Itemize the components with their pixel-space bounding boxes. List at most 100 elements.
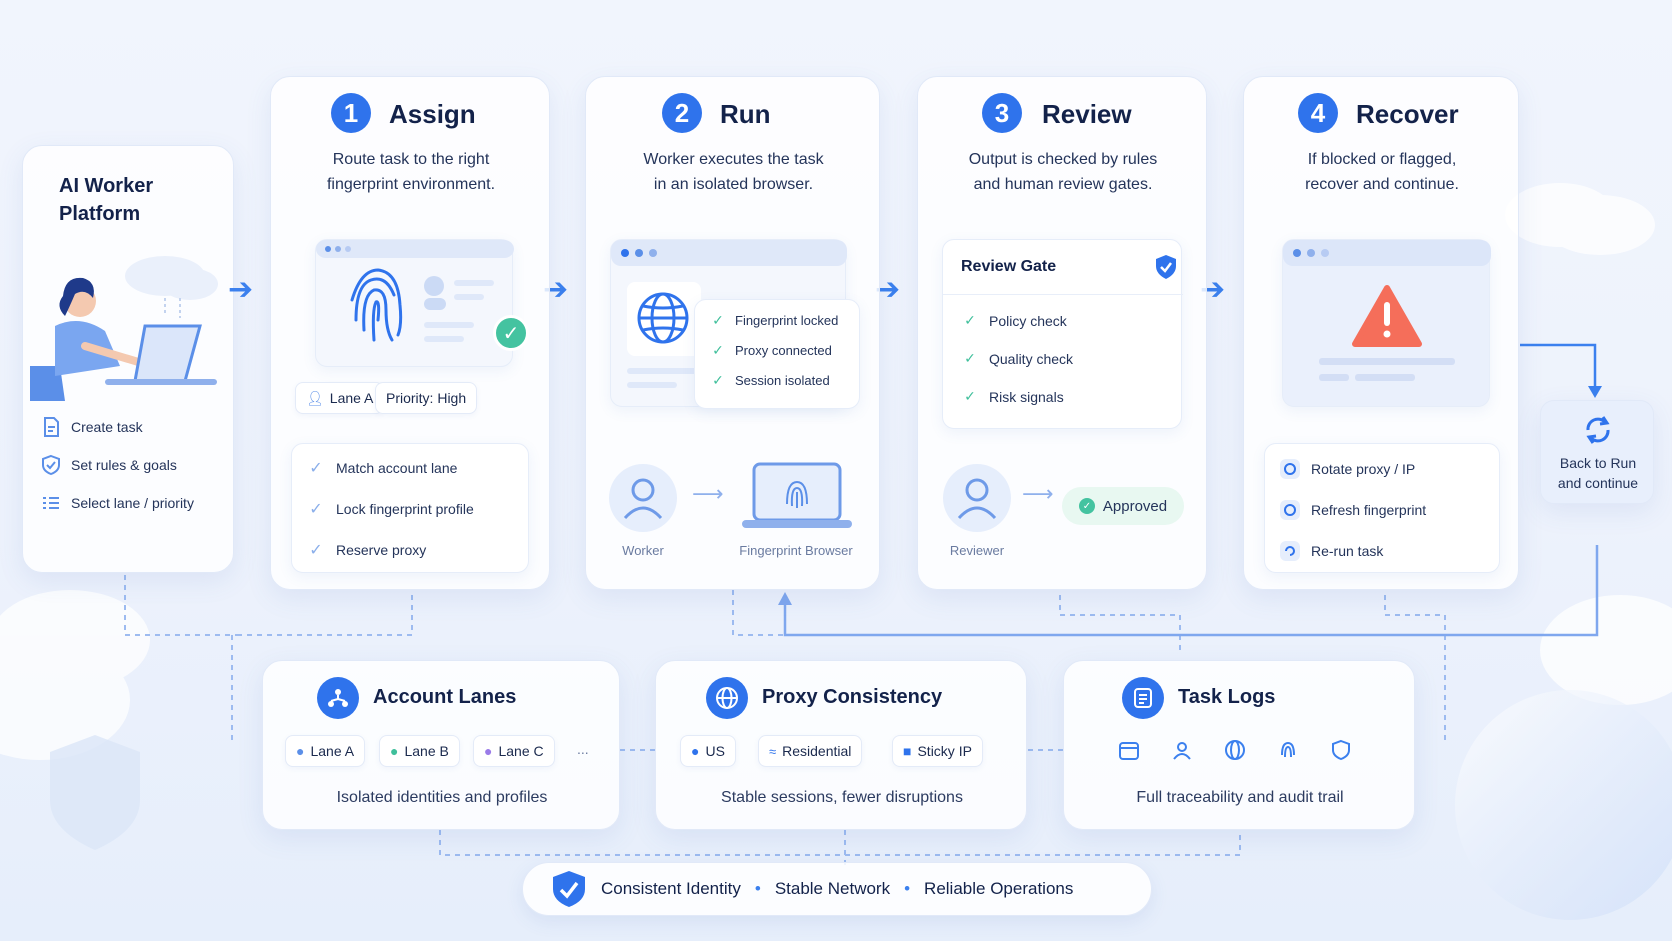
footer-item: Consistent Identity (601, 879, 741, 898)
back-to-run-card[interactable]: Back to Run and continue (1540, 400, 1654, 504)
step-desc-line1: Worker executes the task (643, 151, 824, 168)
reviewer-avatar-icon (943, 464, 1011, 532)
priority-label: Priority: High (386, 390, 467, 406)
lane-label: Lane A (329, 390, 374, 406)
location-pin-icon: ● (691, 743, 700, 759)
residential-chip[interactable]: ≈ Residential (758, 735, 863, 767)
globe-icon (1225, 740, 1245, 760)
platform-title: AI Worker Platform (59, 175, 154, 225)
back-to-run-line2: and continue (1557, 475, 1639, 491)
step-review-card: 3 Review Output is checked by rules and … (917, 76, 1207, 590)
sticky-ip-label: Sticky IP (917, 743, 972, 759)
recover-action-label: Rotate proxy / IP (1311, 461, 1416, 477)
check-icon: ✓ (309, 501, 323, 518)
footer-pill: Consistent Identity • Stable Network • R… (522, 862, 1152, 916)
residential-label: Residential (782, 743, 852, 759)
step-desc-line1: Output is checked by rules (968, 151, 1158, 168)
platform-item-select-lane[interactable]: Select lane / priority (41, 492, 194, 514)
log-icon (1122, 677, 1164, 719)
account-lanes-desc: Isolated identities and profiles (336, 789, 548, 806)
document-icon (41, 416, 61, 438)
platform-item-label: Set rules & goals (71, 457, 177, 473)
laptop-fingerprint-icon (742, 462, 852, 528)
proxy-consistency-desc: Stable sessions, fewer disruptions (721, 789, 963, 806)
step-recover-card: 4 Recover If blocked or flagged, recover… (1243, 76, 1519, 590)
status-item: ✓ Proxy connected (709, 342, 832, 359)
step-number: 3 (982, 93, 1022, 133)
run-status-panel: ✓ Fingerprint locked ✓ Proxy connected ✓Se… (694, 299, 860, 409)
recover-action-label: Refresh fingerprint (1311, 502, 1427, 518)
check-icon: ✓ (712, 372, 724, 388)
step-desc-line2: and human review gates. (973, 176, 1153, 193)
arrow-right-icon: ⟶ (1022, 481, 1054, 506)
step-title: Run (720, 99, 771, 129)
review-check-label: Quality check (989, 350, 1074, 367)
step-title: Recover (1356, 99, 1459, 129)
priority-chip[interactable]: Priority: High (375, 382, 478, 414)
back-to-run-line1: Back to Run (1559, 455, 1637, 471)
step-desc-line2: fingerprint environment. (326, 176, 496, 193)
list-icon (41, 492, 61, 514)
status-label: Proxy connected (735, 343, 832, 358)
reviewer-label: Reviewer (949, 543, 1005, 558)
sticky-ip-chip[interactable]: ■Sticky IP (892, 735, 983, 767)
check-icon: ✓ (712, 312, 724, 328)
more-lanes[interactable]: ... (577, 741, 589, 757)
step-number: 4 (1298, 93, 1338, 133)
review-check-label: Policy check (989, 312, 1067, 329)
lane-chip[interactable]: 👤︎ Lane A (295, 382, 385, 414)
check-badge-icon: ✓ (1078, 498, 1095, 514)
review-gate-title: Review Gate (961, 258, 1057, 275)
platform-item-create-task[interactable]: Create task (41, 416, 143, 438)
recover-action-rerun-task[interactable]: Re-run task (1279, 540, 1383, 562)
recover-action-refresh-fingerprint[interactable]: Refresh fingerprint (1279, 499, 1426, 521)
network-icon (317, 677, 359, 719)
recover-action-label: Re-run task (1311, 543, 1384, 559)
user-icon: ● (390, 743, 399, 759)
step-number: 1 (331, 93, 371, 133)
step-desc-line1: Route task to the right (332, 151, 490, 168)
checklist-item: ✓Match account lane (306, 458, 457, 478)
step-desc-line2: in an isolated browser. (653, 176, 814, 193)
lane-chip-a[interactable]: ●Lane A (285, 735, 366, 767)
calendar-icon (1119, 742, 1139, 760)
divider (943, 294, 1183, 295)
account-lanes-card: Account Lanes ●Lane A ●Lane B ●Lane C ..… (262, 660, 620, 830)
step-desc-line2: recover and continue. (1305, 176, 1459, 193)
footer-separator: • (904, 879, 911, 898)
checklist-item: ✓Reserve proxy (306, 540, 426, 560)
checklist-label: Match account lane (336, 460, 458, 476)
task-logs-card: Task Logs Full traceability and audit tr… (1063, 660, 1415, 830)
lane-chip-b[interactable]: ● Lane B (379, 735, 460, 767)
check-icon: ✓ (964, 388, 976, 404)
checklist-item: ✓Lock fingerprint profile (306, 499, 473, 519)
proxy-consistency-title: Proxy Consistency (762, 686, 943, 708)
step-title: Assign (389, 99, 476, 129)
assign-checklist: ✓Match account lane ✓Lock fingerprint pr… (291, 443, 529, 573)
status-item: ✓Session isolated (709, 372, 830, 389)
region-chip[interactable]: ● US (680, 735, 736, 767)
refresh-shield-icon (1279, 458, 1301, 480)
warning-icon (1352, 285, 1422, 347)
rerun-icon (1279, 540, 1301, 562)
shield-check-icon (1156, 255, 1176, 279)
shield-icon (41, 454, 61, 476)
recover-action-rotate-proxy[interactable]: Rotate proxy / IP (1279, 458, 1415, 480)
user-icon: ● (296, 743, 305, 759)
shield-icon (1332, 739, 1350, 761)
region-label: US (705, 743, 725, 759)
check-icon: ✓ (712, 342, 724, 358)
proxy-consistency-card: Proxy Consistency ● US ≈ Residential ■Stic… (655, 660, 1027, 830)
footer-item: Stable Network (774, 879, 891, 898)
lane-label: Lane B (404, 743, 449, 759)
platform-item-label: Select lane / priority (71, 495, 194, 511)
review-check-item: ✓ Policy check (961, 312, 1067, 329)
lane-chip-c[interactable]: ●Lane C (473, 735, 555, 767)
checklist-label: Reserve proxy (336, 542, 427, 558)
platform-item-set-rules[interactable]: Set rules & goals (41, 454, 177, 476)
wifi-icon: ≈ (769, 743, 777, 759)
check-icon: ✓ (964, 312, 976, 328)
status-label: Fingerprint locked (735, 313, 839, 328)
footer-item: Reliable Operations (924, 879, 1074, 898)
